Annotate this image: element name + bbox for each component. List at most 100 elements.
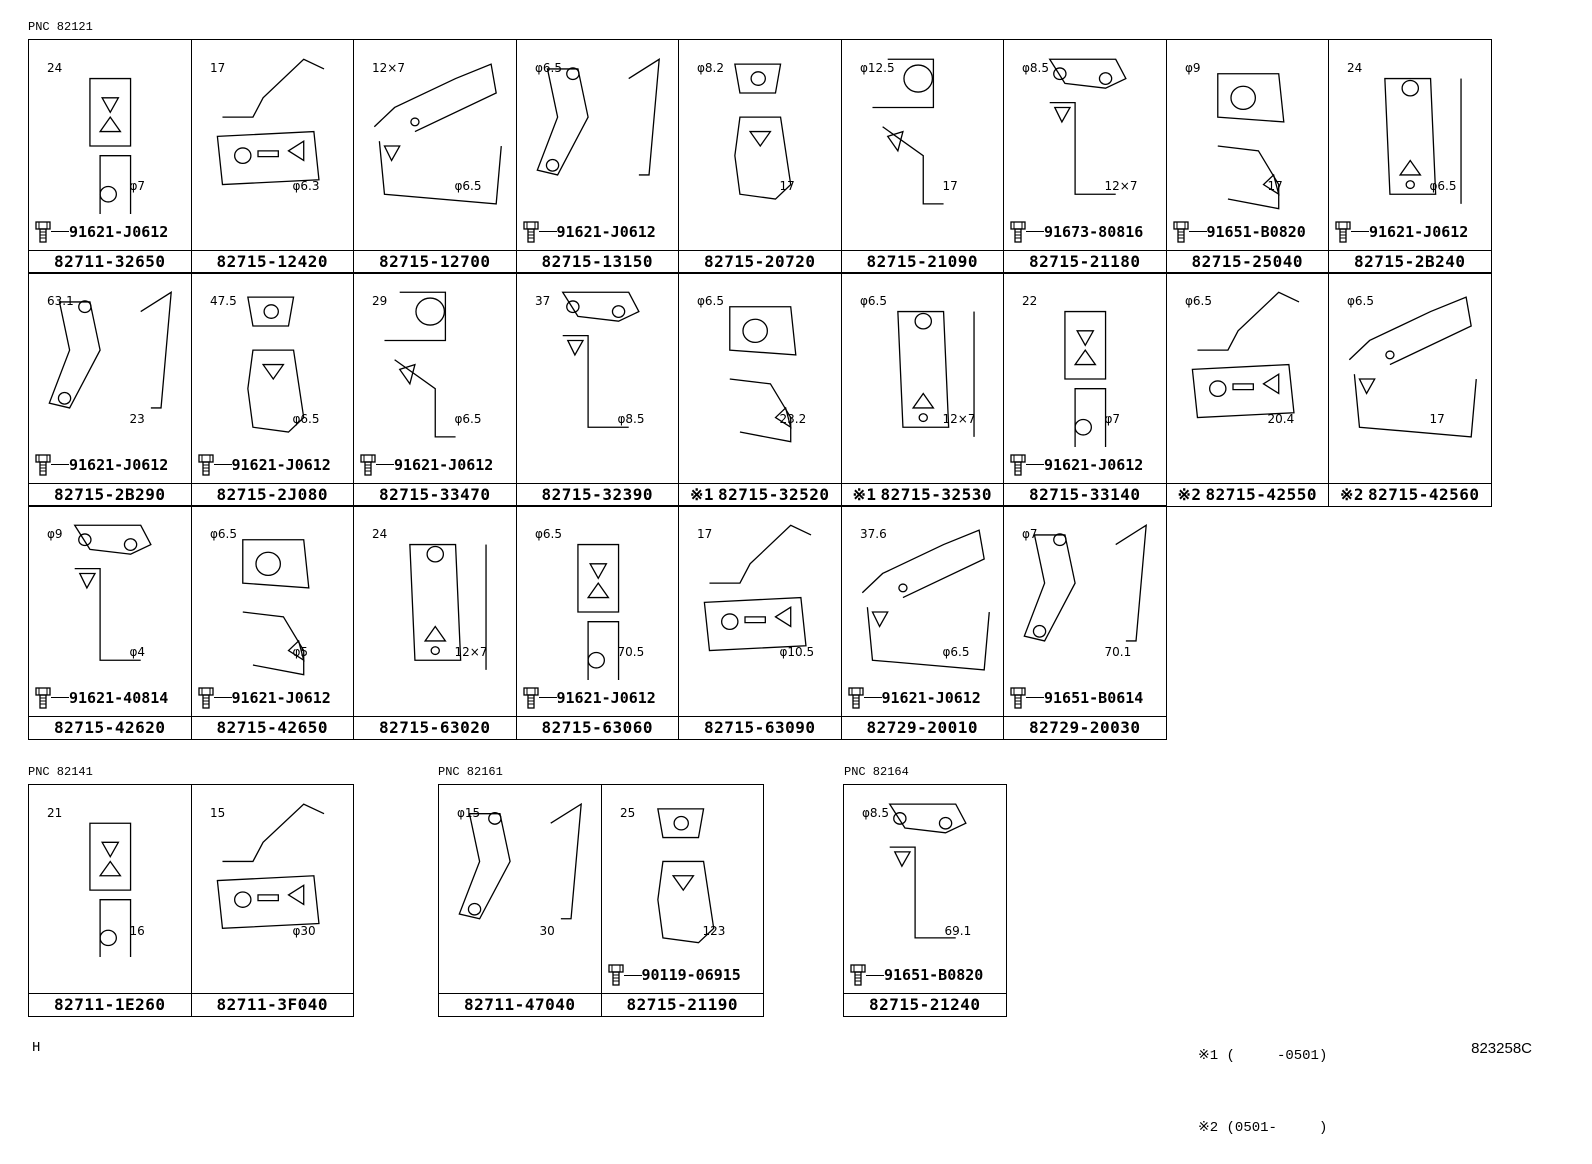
part-number[interactable]: 82711-32650	[29, 252, 191, 271]
part-number-text: 82715-63020	[379, 717, 491, 737]
part-number[interactable]: 82715-42650	[192, 718, 354, 737]
leader-line	[1026, 231, 1044, 232]
part-number[interactable]: 82715-20720	[679, 252, 841, 271]
part-number[interactable]: 82715-21180	[1004, 252, 1166, 271]
part-number-rule	[844, 993, 1006, 994]
part-number[interactable]: 82729-20010	[842, 718, 1004, 737]
part-number-rule	[516, 249, 678, 251]
part-number[interactable]: 82715-13150	[517, 252, 679, 271]
part-number[interactable]: 82715-21190	[602, 995, 764, 1014]
part-number-rule	[1004, 249, 1166, 251]
part-number-rule	[354, 715, 516, 717]
part-number[interactable]: 82715-12420	[192, 252, 354, 271]
part-number[interactable]: 82729-20030	[1004, 718, 1166, 737]
bolt-icon	[607, 964, 624, 986]
bolt-icon	[197, 453, 214, 476]
part-number-text: 82715-20720	[704, 251, 816, 271]
pnc-label-82164: PNC 82164	[844, 765, 909, 779]
part-number[interactable]: 82715-33140	[1004, 485, 1166, 504]
part-number[interactable]: 82715-2B290	[29, 485, 191, 504]
variant-marker: ※2	[1339, 484, 1365, 504]
bolt-part-number: 91621-J0612	[69, 455, 169, 474]
part-number[interactable]: 82711-1E260	[29, 995, 191, 1014]
part-drawing	[1329, 40, 1492, 214]
part-drawing	[517, 273, 680, 447]
part-number-text: 82711-47040	[464, 995, 576, 1014]
corner-code-left: H	[32, 1040, 41, 1056]
bolt-callout: 91621-J0612	[360, 453, 494, 476]
part-number[interactable]: 82715-2J080	[192, 485, 354, 504]
part-number-text: 82715-42620	[54, 717, 166, 737]
part-number[interactable]: 82715-21240	[844, 995, 1006, 1014]
part-number[interactable]: 82715-63090	[679, 718, 841, 737]
part-number[interactable]: 82715-63060	[517, 718, 679, 737]
part-number[interactable]: 82715-25040	[1167, 252, 1329, 271]
bolt-icon	[1010, 220, 1026, 243]
part-number[interactable]: 82715-2B240	[1329, 252, 1491, 271]
part-number-rule	[841, 249, 1003, 251]
part-number-text: 82715-21180	[1029, 251, 1141, 271]
part-number[interactable]: 82711-47040	[439, 995, 601, 1014]
bolt-part-number: 91621-J0612	[1369, 222, 1469, 241]
bolt-part-number: 91621-40814	[69, 688, 169, 707]
part-number-text: 82715-63090	[704, 717, 816, 737]
part-number[interactable]: 82715-42620	[29, 718, 191, 737]
bolt-icon	[1010, 453, 1026, 476]
part-number[interactable]: 82715-12700	[354, 252, 516, 271]
part-number[interactable]: 82715-21090	[842, 252, 1004, 271]
bolt-part-number: 90119-06915	[641, 966, 741, 984]
part-drawing	[192, 506, 355, 680]
part-number[interactable]: 82711-3F040	[192, 995, 354, 1014]
part-number[interactable]: 82715-63020	[354, 718, 516, 737]
part-number-rule	[601, 993, 763, 994]
part-number-rule	[439, 993, 601, 994]
part-number-text: 82715-32530	[880, 484, 992, 504]
part-number[interactable]: 82715-33470	[354, 485, 516, 504]
part-number[interactable]: 82715-32390	[517, 485, 679, 504]
bolt-part-number: 91621-J0612	[556, 222, 656, 241]
part-drawing	[192, 273, 355, 447]
bolt-part-number: 91621-J0612	[556, 688, 656, 707]
bolt-callout: 91651-B0614	[1010, 686, 1143, 709]
bolt-part-number: 91621-J0612	[394, 455, 494, 474]
bolt-icon	[197, 686, 214, 709]
pnc-label-82141: PNC 82141	[28, 765, 93, 779]
